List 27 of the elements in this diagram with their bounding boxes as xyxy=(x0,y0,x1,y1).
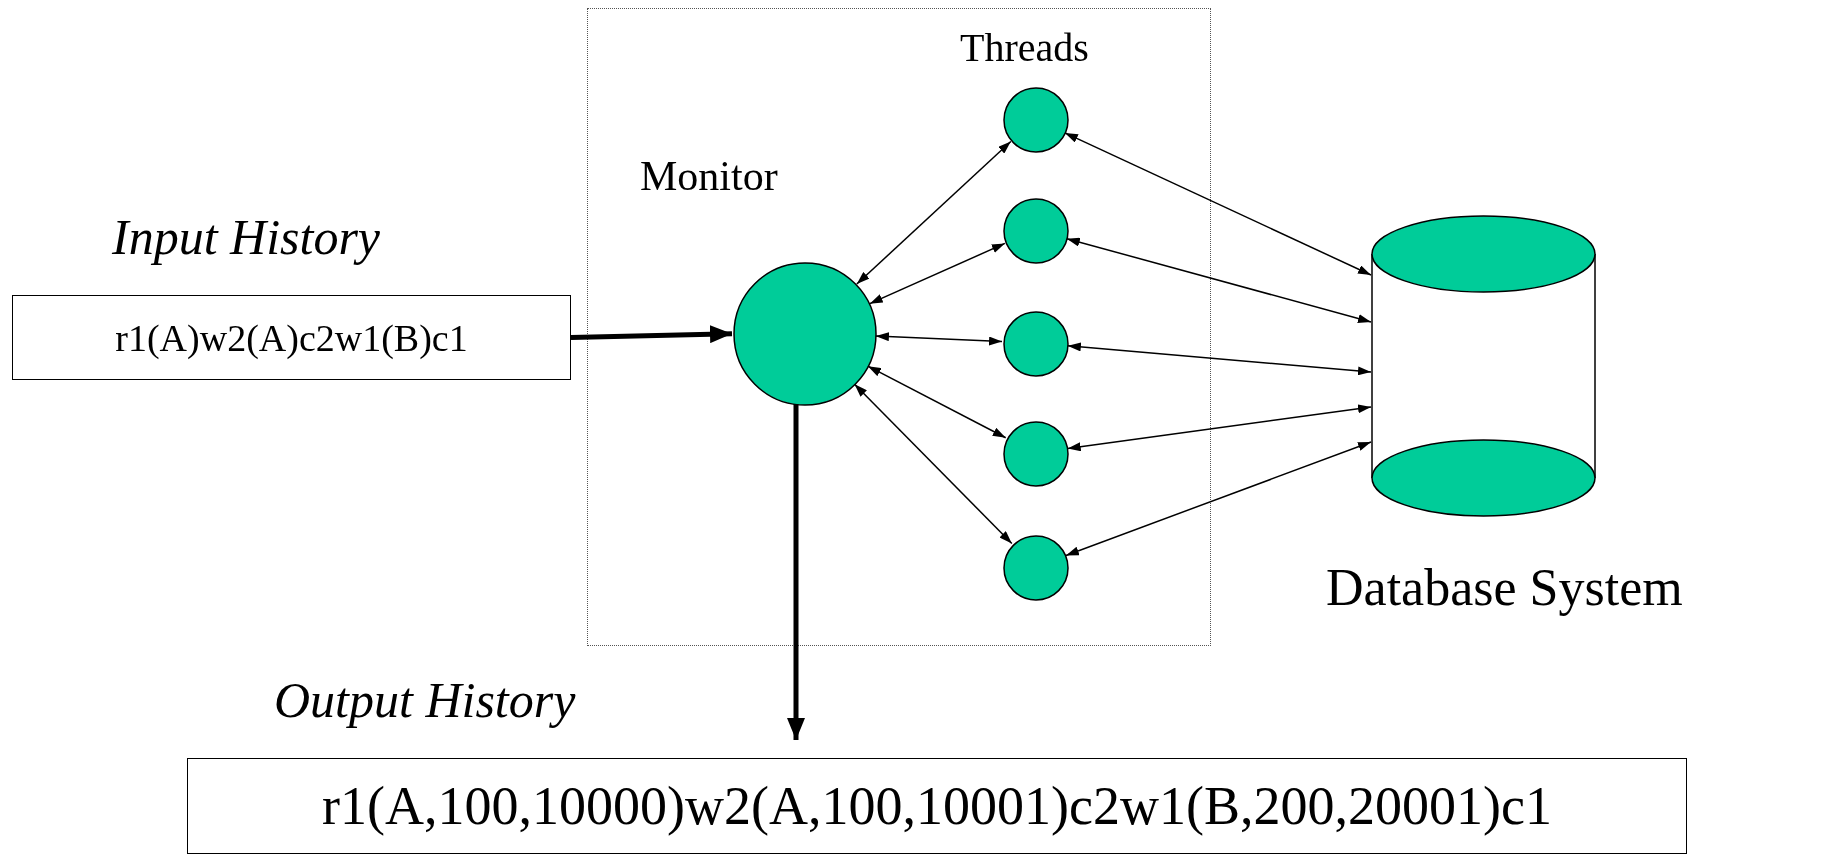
history-heading: Input History xyxy=(112,208,381,266)
thread-circle xyxy=(1003,87,1069,153)
thread-circle xyxy=(1003,198,1069,264)
history-sequence: r1(A,100,10000)w2(A,100,10001)c2w1(B,200,20001)c1 xyxy=(321,775,1553,837)
thread-circle xyxy=(1003,311,1069,377)
history-sequence: r1(A)w2(A)c2w1(B)c1 xyxy=(114,315,469,360)
database-cylinder xyxy=(1371,215,1596,517)
arrow xyxy=(570,325,733,344)
monitor-circle xyxy=(733,262,877,406)
arrow xyxy=(1064,132,1372,276)
arrow xyxy=(1067,342,1372,376)
node-caption: Monitor xyxy=(640,152,778,200)
arrow xyxy=(869,242,1006,305)
threads-label: Threads xyxy=(960,24,1089,71)
arrow xyxy=(1066,404,1372,452)
node-caption: Database System xyxy=(1326,558,1683,617)
arrow xyxy=(867,365,1007,439)
thread-circle xyxy=(1003,421,1069,487)
thread-circle xyxy=(1003,535,1069,601)
history-heading: Output History xyxy=(274,671,576,729)
arrow xyxy=(1065,441,1372,557)
arrow xyxy=(1066,237,1372,323)
arrow xyxy=(787,404,805,740)
monitor-boundary xyxy=(587,8,1211,646)
arrow xyxy=(853,383,1013,545)
arrow xyxy=(875,332,1003,346)
arrow xyxy=(856,140,1012,285)
